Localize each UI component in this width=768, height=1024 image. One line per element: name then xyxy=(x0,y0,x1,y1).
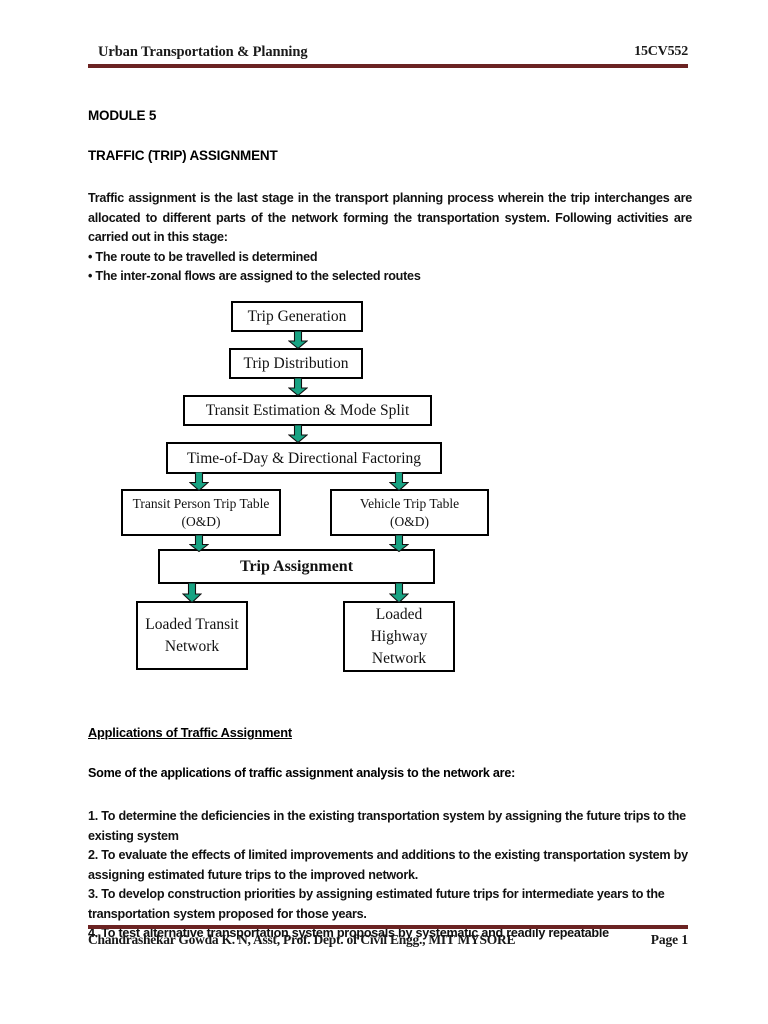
flow-box-label: Loaded xyxy=(375,605,423,623)
footer-divider xyxy=(88,925,688,929)
flow-box-loaded-transit-network[interactable]: Loaded Transit Network xyxy=(136,601,248,670)
flow-box-transit-estimation-mode-split[interactable]: Transit Estimation & Mode Split xyxy=(183,395,432,426)
flow-box-sublabel: Highway xyxy=(370,627,428,645)
flow-box-trip-generation[interactable]: Trip Generation xyxy=(231,301,363,332)
applications-list: 1. To determine the deficiencies in the … xyxy=(88,807,692,944)
flow-box-transit-person-trip-table[interactable]: Transit Person Trip Table (O&D) xyxy=(121,489,281,536)
arrow-transit-person-trip-table-to-trip-assignment xyxy=(189,535,209,552)
flow-box-time-of-day-directional-factoring[interactable]: Time-of-Day & Directional Factoring xyxy=(166,442,442,474)
application-item-1: 1. To determine the deficiencies in the … xyxy=(88,809,686,843)
flow-box-label: Trip Assignment xyxy=(239,558,354,575)
flow-box-label: Vehicle Trip Table xyxy=(359,495,460,511)
application-item-2: 2. To evaluate the effects of limited im… xyxy=(88,848,688,882)
bullet-item-2: • The inter-zonal flows are assigned to … xyxy=(88,269,421,283)
arrow-vehicle-trip-table-to-trip-assignment xyxy=(389,535,409,552)
flow-box-label: Trip Distribution xyxy=(243,355,349,372)
arrow-transit-estimation-to-time-of-day xyxy=(288,425,308,443)
header-course-code: 15CV552 xyxy=(634,44,688,59)
flow-box-sublabel: (O&D) xyxy=(390,513,429,529)
arrow-distribution-to-transit-estimation xyxy=(288,378,308,396)
intro-paragraph: Traffic assignment is the last stage in … xyxy=(88,191,692,244)
arrow-trip-assignment-to-loaded-transit-network xyxy=(182,583,202,603)
flow-box-sublabel: Network xyxy=(164,637,220,655)
arrow-generation-to-distribution xyxy=(288,331,308,349)
header-title: Urban Transportation & Planning xyxy=(98,44,308,60)
flow-box-label: Trip Generation xyxy=(247,308,347,325)
flow-box-trip-assignment[interactable]: Trip Assignment xyxy=(158,549,435,584)
flow-box-label: Transit Estimation & Mode Split xyxy=(205,402,410,419)
bullet-item-1: • The route to be travelled is determine… xyxy=(88,249,318,264)
footer-author: Chandrashekar Gowda K. N, Asst, Prof. De… xyxy=(88,932,516,947)
flow-box-vehicle-trip-table[interactable]: Vehicle Trip Table (O&D) xyxy=(330,489,489,536)
flow-box-trip-distribution[interactable]: Trip Distribution xyxy=(229,348,363,379)
flow-box-label: Loaded Transit xyxy=(145,615,239,633)
flow-box-label: Transit Person Trip Table xyxy=(132,495,270,511)
application-item-3: 3. To develop construction priorities by… xyxy=(88,887,665,921)
topic-heading: TRAFFIC (TRIP) ASSIGNMENT xyxy=(88,148,278,163)
content-top: MODULE 5 TRAFFIC (TRIP) ASSIGNMENT Traff… xyxy=(88,108,692,287)
page-header: Urban Transportation & Planning 15CV552 xyxy=(88,44,688,70)
arrow-trip-assignment-to-loaded-highway-network xyxy=(389,583,409,603)
arrow-time-of-day-to-vehicle-trip-table xyxy=(389,472,409,491)
applications-lead-text: Some of the applications of traffic assi… xyxy=(88,766,516,780)
flow-box-sublabel-2: Network xyxy=(371,649,427,667)
module-heading: MODULE 5 xyxy=(88,108,157,123)
applications-heading: Applications of Traffic Assignment xyxy=(88,725,292,740)
applications-section: Applications of Traffic Assignment Some … xyxy=(88,725,692,944)
arrow-time-of-day-to-transit-person-trip-table xyxy=(189,472,209,491)
application-item-4: 4. To test alternative transportation sy… xyxy=(88,926,609,940)
footer-page-number: Page 1 xyxy=(650,932,688,947)
flow-box-loaded-highway-network[interactable]: Loaded Highway Network xyxy=(343,601,455,672)
header-divider xyxy=(88,64,688,68)
flow-box-sublabel: (O&D) xyxy=(181,513,221,529)
flow-box-label: Time-of-Day & Directional Factoring xyxy=(186,449,422,467)
page-footer: Chandrashekar Gowda K. N, Asst, Prof. De… xyxy=(88,932,688,954)
